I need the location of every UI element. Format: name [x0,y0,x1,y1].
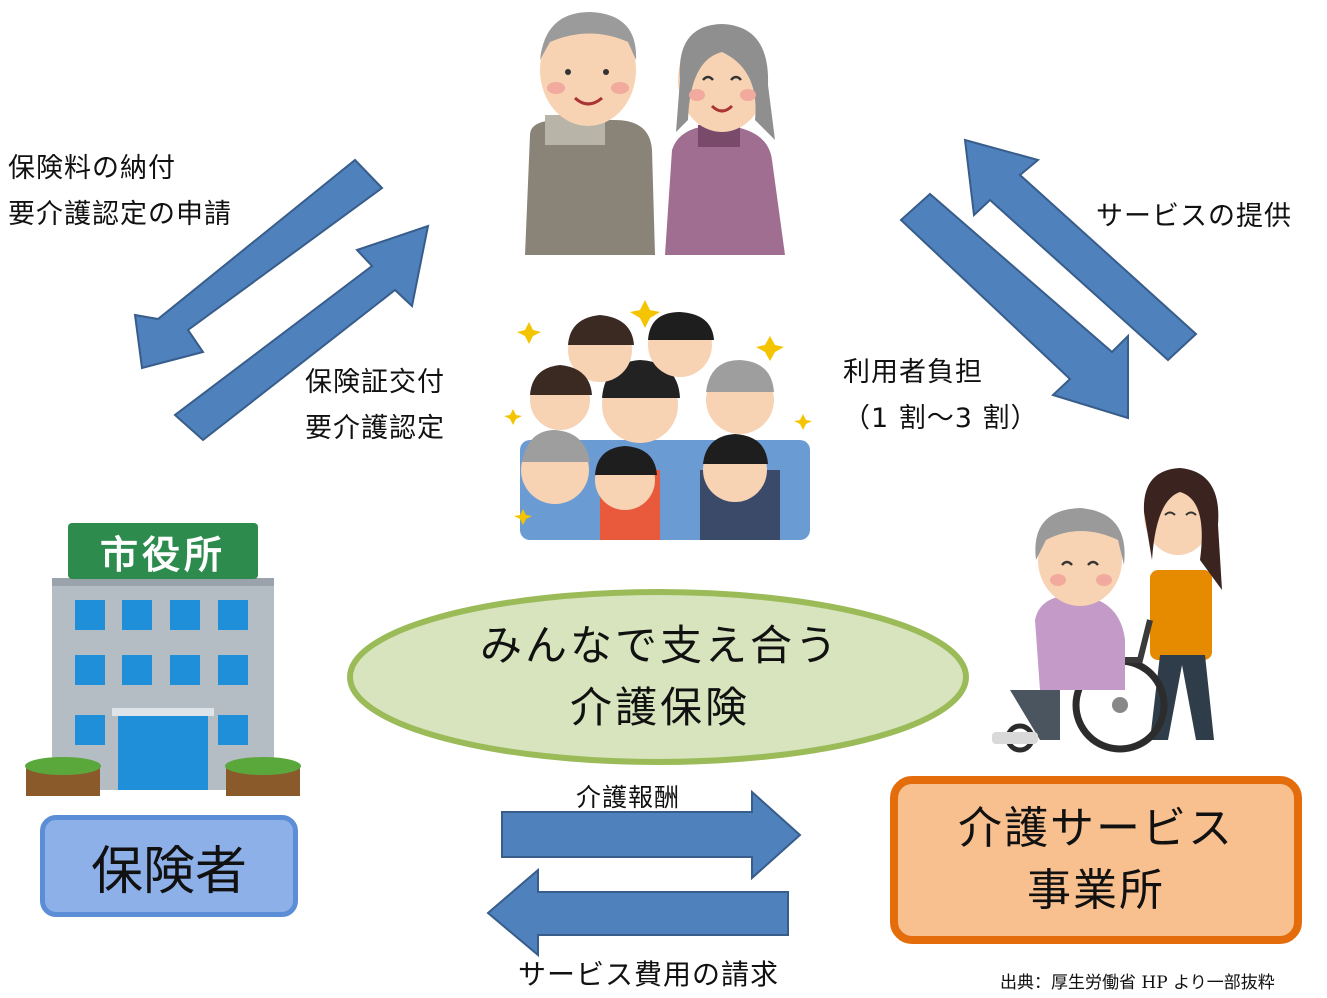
elderly-couple-illustration [525,12,785,255]
label-service-provision: サービスの提供 [1096,201,1292,232]
label-care-fee: 介護報酬 [576,783,681,812]
arrow-billing [486,867,789,958]
label-care-certification: 要介護認定 [305,413,445,444]
label-premium-application: 保険料の納付 要介護認定の申請 [8,146,232,238]
arrow-insured-to-insurer [133,158,384,370]
label-user-burden: 利用者負担 （1 割～3 割） [843,350,1039,442]
provider-label-line2: 事業所 [1027,865,1165,916]
city-hall-sign: 市役所 [68,523,258,579]
source-note: 出典：厚生労働省 HP より一部抜粋 [1000,973,1275,993]
center-ellipse [347,589,969,765]
label-insurance-card-issue: 保険証交付 [305,367,445,398]
arrow-insurer-to-insured [173,224,430,442]
insurer-label: 保険者 [90,841,247,902]
label-copayment-ratio: （1 割～3 割） [843,403,1039,434]
center-title-line2: 介護保険 [569,683,750,732]
arrow-service-provision [963,138,1198,362]
label-user-copayment: 利用者負担 [843,357,983,388]
care-service-provider-box: 介護サービス 事業所 [890,776,1302,944]
label-card-issue-certification: 保険証交付 要介護認定 [305,360,445,452]
arrow-user-payment [899,192,1129,420]
city-hall-building-illustration [25,578,301,796]
provider-label-line1: 介護サービス [958,803,1234,854]
label-premium-payment: 保険料の納付 [8,153,176,184]
crowd-illustration [504,300,812,540]
center-title-line1: みんなで支え合う [479,621,840,670]
center-title: みんなで支え合う 介護保険 [350,592,970,762]
arrow-care-fee [501,789,802,881]
label-service-billing: サービス費用の請求 [518,958,780,991]
label-care-certification-application: 要介護認定の申請 [8,199,232,230]
caregiver-wheelchair-illustration [992,468,1222,753]
insurer-box: 保険者 [40,815,298,917]
